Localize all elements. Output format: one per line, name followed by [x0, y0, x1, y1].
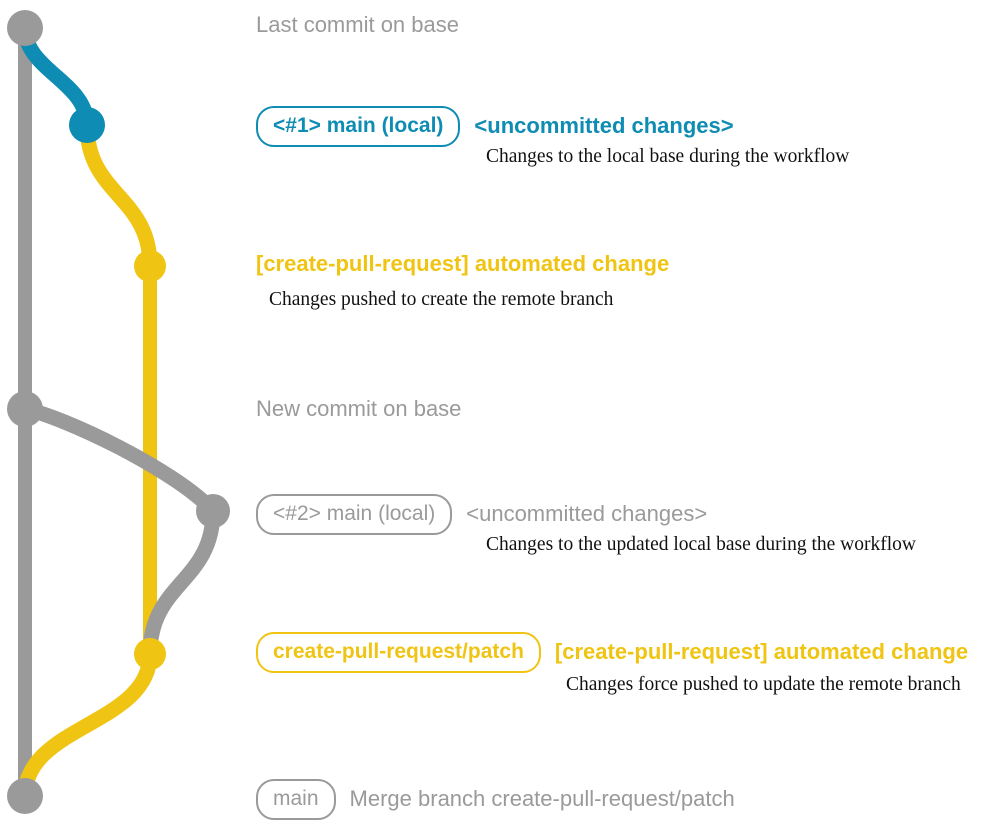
commit-node-automated-change-1[interactable] [134, 250, 166, 282]
commit-subject-merge-commit: Merge branch create-pull-request/patch [349, 786, 735, 811]
commit-subject-new-commit-on-base: New commit on base [256, 396, 462, 421]
commit-subject-uncommitted-changes-2: <uncommitted changes> [466, 501, 708, 526]
commit-node-automated-change-2[interactable] [134, 638, 166, 670]
commit-row-automated-change-2: create-pull-request/patch [create-pull-r… [256, 631, 969, 673]
edge-local-2-to-remote-2 [142, 503, 221, 662]
commit-subject-automated-change-2: [create-pull-request] automated change [554, 639, 969, 664]
commit-subject-uncommitted-changes-1: <uncommitted changes> [474, 113, 734, 138]
caption-text: Changes to the local base during the wor… [486, 146, 850, 167]
commit-node-uncommitted-changes-2[interactable] [196, 494, 230, 528]
commit-subject-last-commit-on-base: Last commit on base [256, 12, 459, 37]
ref-chip-main-local-1[interactable]: <#1> main (local) [256, 105, 461, 147]
commit-caption-automated-change-1: Changes pushed to create the remote bran… [269, 290, 613, 310]
commit-node-merge-commit[interactable] [7, 778, 43, 814]
commit-subject-automated-change-1: [create-pull-request] automated change [256, 251, 670, 276]
ref-chip-create-pull-request-patch[interactable]: create-pull-request/patch [256, 631, 541, 673]
caption-text: Changes force pushed to update the remot… [566, 674, 961, 695]
ref-chip-main[interactable]: main [256, 778, 336, 820]
commit-node-new-commit-on-base[interactable] [7, 391, 43, 427]
caption-text: Changes to the updated local base during… [486, 534, 916, 555]
commit-row-uncommitted-changes-1: <#1> main (local) <uncommitted changes> [256, 105, 734, 147]
commit-caption-automated-change-2: Changes force pushed to update the remot… [566, 675, 961, 695]
commit-row-merge-commit: main Merge branch create-pull-request/pa… [256, 778, 735, 820]
ref-chip-main-local-2[interactable]: <#2> main (local) [256, 493, 453, 535]
edge-local-1-to-remote-1 [79, 117, 158, 274]
commit-caption-uncommitted-changes-2: Changes to the updated local base during… [486, 535, 916, 555]
commit-node-uncommitted-changes-1[interactable] [69, 107, 105, 143]
edge-remote-2-to-merge [17, 646, 158, 804]
commit-row-uncommitted-changes-2: <#2> main (local) <uncommitted changes> [256, 493, 708, 535]
commit-caption-uncommitted-changes-1: Changes to the local base during the wor… [486, 147, 849, 167]
caption-text: Changes pushed to create the remote bran… [269, 289, 614, 310]
commit-node-last-commit-on-base[interactable] [7, 10, 43, 46]
